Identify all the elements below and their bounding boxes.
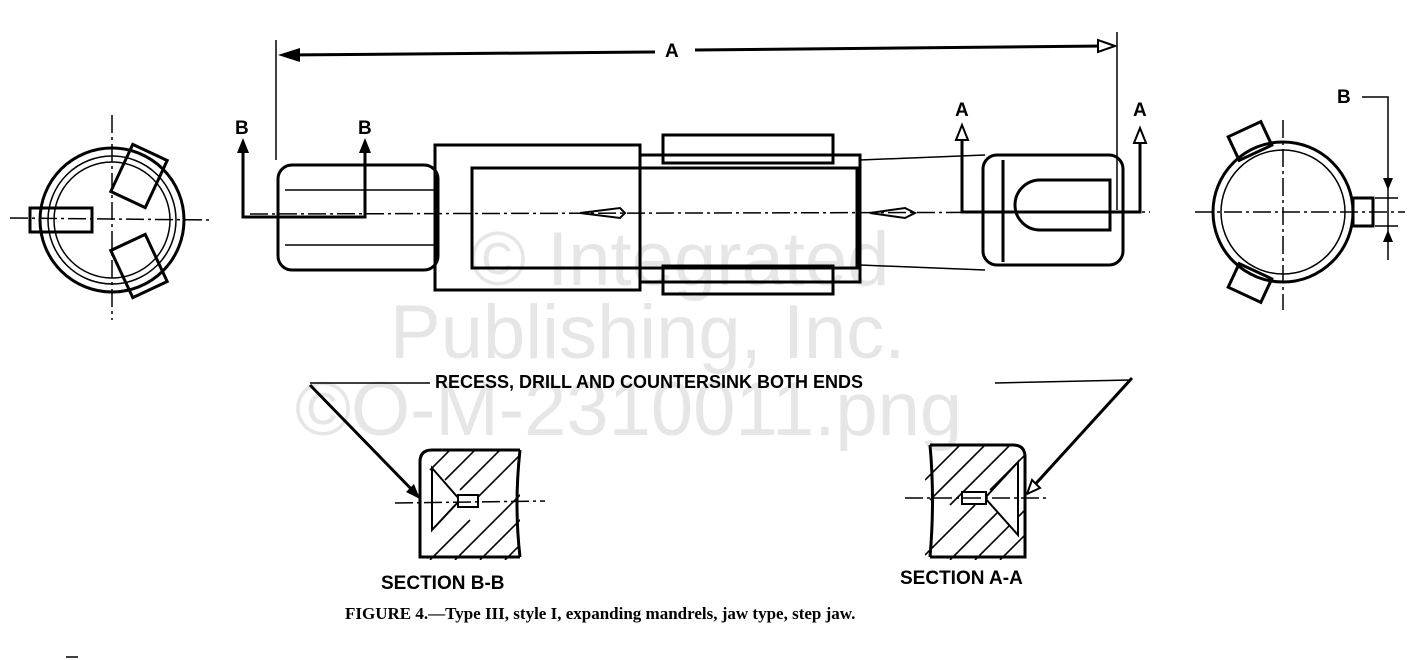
right-end-view xyxy=(1195,96,1405,310)
watermark-line-2: Publishing, Inc. xyxy=(390,290,906,375)
section-b-b-title: SECTION B-B xyxy=(381,573,505,594)
label-cut-b-mid: B xyxy=(358,118,372,139)
label-dimension-a: A xyxy=(665,41,679,62)
cutting-plane-b xyxy=(237,138,371,219)
label-end-view-b: B xyxy=(1337,87,1351,108)
label-cut-a-right: A xyxy=(1133,100,1147,121)
label-cut-b-left: B xyxy=(235,118,249,139)
watermark-line-3: ©O-M-2310011.png xyxy=(295,367,963,452)
section-b-b xyxy=(394,448,546,560)
mandrel-side-view xyxy=(249,133,1151,296)
figure-caption: FIGURE 4.—Type III, style I, expanding m… xyxy=(345,604,856,623)
left-end-view xyxy=(9,115,211,320)
dimension-a xyxy=(275,32,1119,210)
section-a-a xyxy=(905,443,1050,560)
watermark-line-1: © Integrated xyxy=(470,217,890,302)
label-cut-a-left: A xyxy=(955,100,969,121)
section-a-a-title: SECTION A-A xyxy=(900,568,1023,589)
note-recess: RECESS, DRILL AND COUNTERSINK BOTH ENDS xyxy=(435,372,864,392)
cutting-plane-a xyxy=(954,122,1148,214)
leader-lines xyxy=(308,376,1134,499)
